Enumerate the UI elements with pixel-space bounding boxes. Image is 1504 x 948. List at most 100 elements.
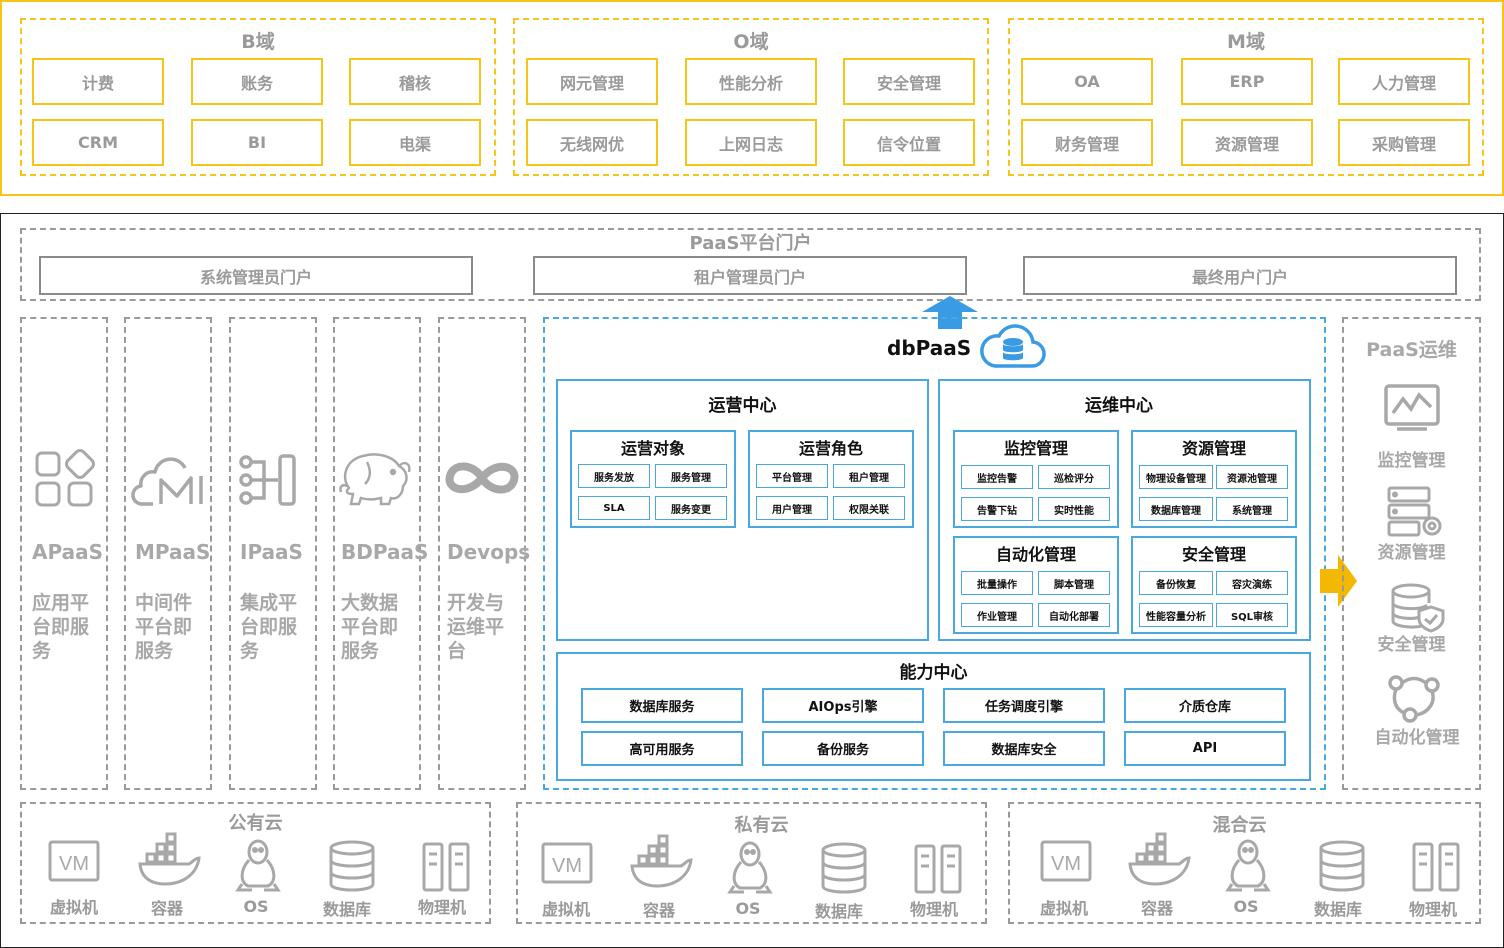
database-icon bbox=[821, 842, 867, 894]
right-arrow-icon bbox=[1320, 555, 1357, 607]
resource-mgmt-item[interactable]: 资源池管理 bbox=[1216, 465, 1288, 489]
monitor-mgmt-item[interactable]: 告警下钻 bbox=[961, 497, 1033, 521]
capability-center-title: 能力中心 bbox=[899, 662, 968, 683]
paas-portal bbox=[20, 228, 1481, 301]
capability-center bbox=[556, 652, 1311, 781]
business-domains-panel bbox=[0, 0, 1504, 196]
paas-ops-item-label: 自动化管理 bbox=[1374, 727, 1460, 748]
database-shield-icon bbox=[1391, 583, 1445, 633]
apaas-name: APaaS bbox=[32, 540, 103, 564]
cloud-item-label: OS bbox=[1233, 896, 1259, 916]
linux-penguin-icon bbox=[235, 839, 281, 892]
capability-item[interactable]: 高可用服务 bbox=[581, 731, 743, 766]
cloud-item-label: 虚拟机 bbox=[49, 898, 98, 917]
cloud-item-label: 数据库 bbox=[322, 900, 371, 919]
maintenance-center-title: 运维中心 bbox=[1085, 395, 1153, 416]
o-domain-item: 网元管理 bbox=[526, 58, 658, 105]
mpaas-name: MPaaS bbox=[135, 540, 211, 564]
op-objects-item[interactable]: 服务发放 bbox=[578, 464, 650, 488]
cloud-item-label: OS bbox=[243, 896, 269, 916]
end-user-portal[interactable]: 最终用户门户 bbox=[1023, 256, 1457, 295]
cloud-m-icon bbox=[131, 457, 203, 506]
ipaas-name: IPaaS bbox=[240, 540, 303, 564]
resource-mgmt-item[interactable]: 数据库管理 bbox=[1139, 497, 1213, 521]
docker-container-icon bbox=[1128, 832, 1191, 886]
automation-mgmt-item[interactable]: 作业管理 bbox=[961, 603, 1033, 627]
paas-ops-title: PaaS运维 bbox=[1366, 338, 1457, 361]
monitor-chart-icon bbox=[1384, 384, 1440, 431]
o-domain-item: 安全管理 bbox=[843, 58, 975, 105]
security-mgmt-item[interactable]: SQL审核 bbox=[1216, 603, 1288, 627]
o-domain bbox=[513, 18, 989, 176]
op-roles-item[interactable]: 权限关联 bbox=[833, 496, 905, 520]
workflow-icon bbox=[1388, 675, 1440, 723]
op-objects-group bbox=[570, 430, 736, 528]
cloud-item-label: 物理机 bbox=[909, 900, 958, 919]
monitor-mgmt-group bbox=[953, 430, 1119, 528]
docker-container-icon bbox=[138, 832, 201, 886]
operation-center bbox=[556, 379, 929, 641]
capability-item[interactable]: 数据库安全 bbox=[943, 731, 1105, 766]
infinity-icon bbox=[445, 462, 519, 494]
monitor-mgmt-item[interactable]: 巡检评分 bbox=[1038, 465, 1110, 489]
cloud-item-label: 容器 bbox=[642, 901, 675, 920]
vm-icon: VM bbox=[48, 840, 100, 882]
op-roles-item[interactable]: 用户管理 bbox=[756, 496, 828, 520]
resource-mgmt-item[interactable]: 系统管理 bbox=[1216, 497, 1288, 521]
automation-mgmt-group bbox=[953, 536, 1119, 634]
op-objects-title: 运营对象 bbox=[620, 439, 685, 458]
op-objects-item[interactable]: 服务变更 bbox=[655, 496, 727, 520]
capability-item[interactable]: AIOps引擎 bbox=[762, 688, 924, 723]
maintenance-center bbox=[938, 379, 1311, 641]
svg-text:VM: VM bbox=[59, 853, 89, 875]
automation-mgmt-item[interactable]: 脚本管理 bbox=[1038, 571, 1110, 595]
cloud-item-label: 数据库 bbox=[1313, 900, 1362, 919]
capability-item[interactable]: 任务调度引擎 bbox=[943, 688, 1105, 723]
op-roles-item[interactable]: 平台管理 bbox=[756, 464, 828, 488]
o-domain-item: 性能分析 bbox=[685, 58, 817, 105]
security-mgmt-item[interactable]: 容灾演练 bbox=[1216, 571, 1288, 595]
hybrid-cloud bbox=[1008, 802, 1481, 924]
b-domain-title: B域 bbox=[241, 30, 275, 53]
b-domain-item: 计费 bbox=[32, 58, 164, 105]
operation-center-title: 运营中心 bbox=[708, 395, 777, 416]
automation-mgmt-title: 自动化管理 bbox=[995, 545, 1076, 564]
op-roles-title: 运营角色 bbox=[798, 439, 863, 458]
o-domain-title: O域 bbox=[733, 30, 769, 53]
security-mgmt-group bbox=[1131, 536, 1297, 634]
b-domain-item: BI bbox=[191, 119, 323, 166]
hadoop-elephant-icon bbox=[339, 453, 411, 506]
resource-mgmt-item[interactable]: 物理设备管理 bbox=[1139, 465, 1213, 489]
monitor-mgmt-item[interactable]: 监控告警 bbox=[961, 465, 1033, 489]
op-objects-item[interactable]: 服务管理 bbox=[655, 464, 727, 488]
o-domain-item: 无线网优 bbox=[526, 119, 658, 166]
sysadmin-portal[interactable]: 系统管理员门户 bbox=[39, 256, 473, 295]
bdpaas-desc: 大数据平台即服务 bbox=[341, 592, 399, 662]
devops-name: Devops bbox=[447, 540, 531, 564]
tenant-admin-portal[interactable]: 租户管理员门户 bbox=[533, 256, 967, 295]
o-domain-item: 上网日志 bbox=[685, 119, 817, 166]
m-domain-title: M域 bbox=[1227, 30, 1265, 53]
capability-item[interactable]: 介质仓库 bbox=[1124, 688, 1286, 723]
mpaas-column bbox=[124, 317, 212, 790]
op-objects-item[interactable]: SLA bbox=[578, 496, 650, 520]
capability-item[interactable]: API bbox=[1124, 731, 1286, 766]
capability-item[interactable]: 备份服务 bbox=[762, 731, 924, 766]
automation-mgmt-item[interactable]: 自动化部署 bbox=[1038, 603, 1110, 627]
m-domain-item: 采购管理 bbox=[1338, 119, 1470, 166]
cloud-item-label: 虚拟机 bbox=[1039, 899, 1088, 918]
paas-ops-panel bbox=[1342, 317, 1481, 790]
security-mgmt-item[interactable]: 性能容量分析 bbox=[1139, 603, 1213, 627]
security-mgmt-item[interactable]: 备份恢复 bbox=[1139, 571, 1213, 595]
physical-server-icon bbox=[422, 842, 470, 892]
physical-server-icon bbox=[1412, 842, 1460, 892]
cloud-item-label: 容器 bbox=[150, 899, 183, 918]
op-roles-item[interactable]: 租户管理 bbox=[833, 464, 905, 488]
linux-penguin-icon bbox=[727, 841, 773, 894]
capability-item[interactable]: 数据库服务 bbox=[581, 688, 743, 723]
cloud-item-label: 物理机 bbox=[1408, 900, 1457, 919]
monitor-mgmt-item[interactable]: 实时性能 bbox=[1038, 497, 1110, 521]
m-domain bbox=[1008, 18, 1484, 176]
database-icon bbox=[1319, 840, 1365, 892]
automation-mgmt-item[interactable]: 批量操作 bbox=[961, 571, 1033, 595]
